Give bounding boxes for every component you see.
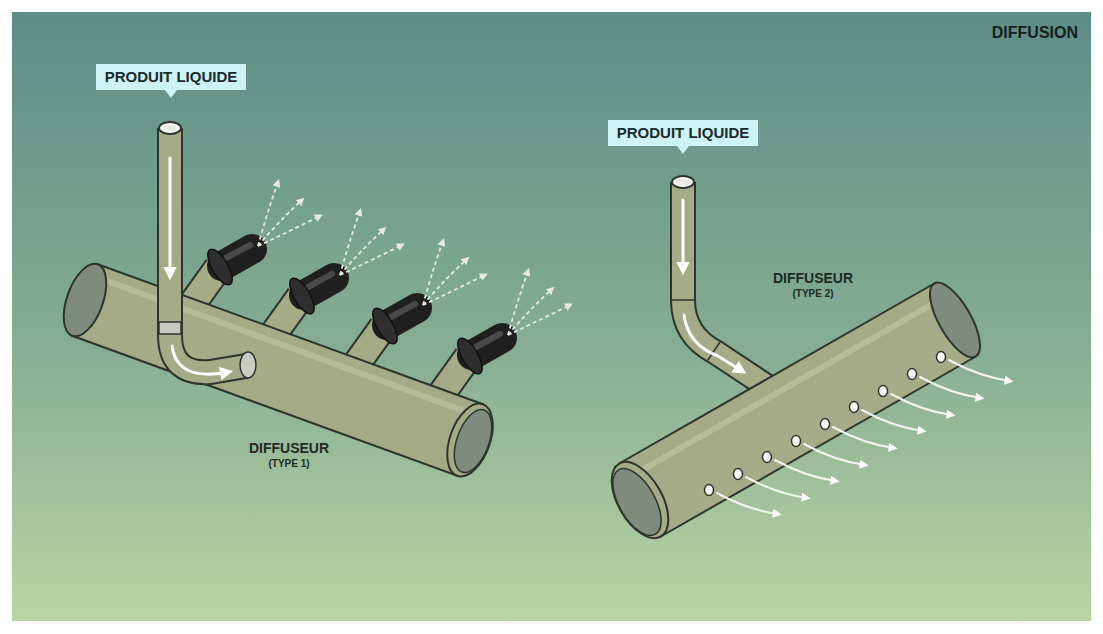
- nozzle: [203, 246, 237, 289]
- hole: [879, 386, 888, 397]
- inlet-pipe: [672, 176, 694, 188]
- nozzle: [285, 275, 319, 318]
- hole: [763, 452, 772, 463]
- hole: [908, 369, 917, 380]
- nozzle: [226, 245, 250, 258]
- jet-arrow: [775, 460, 836, 481]
- inlet-pipe: [170, 128, 246, 372]
- spray: [508, 289, 552, 335]
- main-cylinder: [93, 276, 478, 416]
- main-cylinder: [447, 405, 499, 478]
- part-label: DIFFUSEUR: [249, 440, 329, 456]
- type-label: (TYPE 1): [268, 458, 309, 469]
- inlet-pipe: [240, 352, 256, 378]
- flow-arrow: [682, 200, 685, 270]
- inlet-pipe: [683, 182, 780, 395]
- diffuser-type-1: [55, 122, 570, 483]
- nozzle: [308, 274, 332, 287]
- spray: [508, 305, 570, 335]
- spray: [508, 271, 528, 335]
- inlet-pipe: [672, 176, 780, 395]
- spray: [258, 200, 302, 246]
- inlet-pipe: [159, 122, 181, 134]
- spray: [340, 229, 384, 275]
- inlet-pipe: [159, 322, 181, 334]
- inlet-pipe: [672, 299, 694, 301]
- part-label: DIFFUSEUR: [773, 270, 853, 286]
- main-cylinder: [619, 284, 976, 537]
- hole: [937, 352, 946, 363]
- jet-arrow: [949, 360, 1010, 381]
- inlet-pipe: [683, 182, 780, 395]
- flow-arrow: [172, 346, 228, 374]
- background: [12, 12, 1091, 621]
- main-cylinder: [55, 258, 501, 482]
- nozzle: [391, 304, 415, 317]
- spray: [340, 245, 402, 275]
- nozzle: [453, 335, 487, 378]
- inlet-pipe: [676, 179, 690, 186]
- callout-text: PRODUIT LIQUIDE: [105, 68, 238, 85]
- jet-arrow: [746, 477, 807, 498]
- hole: [734, 469, 743, 480]
- main-cylinder: [72, 264, 483, 476]
- jet-arrow: [862, 410, 923, 431]
- spray: [258, 216, 320, 246]
- hole: [792, 436, 801, 447]
- spray: [423, 241, 443, 305]
- jet-arrow: [833, 427, 894, 448]
- type-label: (TYPE 2): [792, 288, 833, 299]
- callout-box: PRODUIT LIQUIDE: [96, 64, 247, 90]
- title: DIFFUSION: [992, 24, 1078, 42]
- main-cylinder: [600, 453, 680, 548]
- main-cylinder: [603, 461, 671, 543]
- hole: [850, 402, 859, 413]
- jet-arrow: [891, 394, 952, 415]
- flow-arrow: [169, 158, 172, 275]
- main-cylinder: [600, 276, 990, 548]
- spray: [340, 211, 360, 275]
- spray: [423, 259, 467, 305]
- callout-box: PRODUIT LIQUIDE: [608, 120, 759, 146]
- callout-text: PRODUIT LIQUIDE: [617, 124, 750, 141]
- nozzle: [476, 334, 500, 347]
- inlet-pipe: [163, 125, 177, 132]
- jet-arrow: [920, 377, 981, 398]
- main-cylinder: [920, 276, 989, 365]
- hole: [705, 352, 946, 496]
- main-cylinder: [628, 298, 943, 478]
- inlet-pipe: [170, 128, 246, 372]
- flow-arrow: [170, 158, 228, 374]
- nozzle: [368, 305, 402, 348]
- inlet-pipe: [159, 122, 256, 378]
- main-cylinder: [55, 258, 115, 342]
- hole: [705, 485, 714, 496]
- jet-arrow: [717, 493, 778, 514]
- flow-arrow: [683, 200, 742, 371]
- spray: [423, 275, 485, 305]
- hole: [821, 419, 830, 430]
- spray: [258, 182, 570, 335]
- jet-arrow: [804, 444, 865, 465]
- diffuser-type-2: [600, 176, 1010, 547]
- jet-arrow: [717, 360, 1010, 514]
- spray: [258, 182, 278, 246]
- flow-arrow: [684, 315, 742, 371]
- main-cylinder: [438, 397, 501, 482]
